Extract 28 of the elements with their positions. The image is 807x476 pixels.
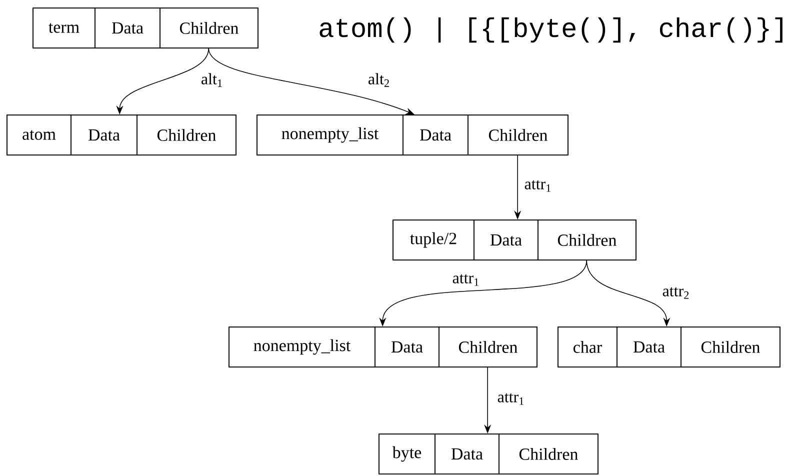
edge-label: attr$_{1}$ [496,392,526,406]
record-cell: Children [538,220,636,260]
record-cell: Children [468,114,568,156]
record-cell: nonempty_list [228,326,376,368]
edge-label: attr$_{1}$ [523,179,553,193]
record-cell: term [32,8,96,48]
edge-label: attr$_{1}$ [451,273,481,287]
record-cell: nonempty_list [256,114,404,156]
record-cell: Children [498,434,598,474]
record-cell: Children [680,326,780,368]
code-title: atom() | [{[byte()], char()}] [320,17,782,43]
edge-label: attr$_{2}$ [661,286,691,300]
edge-label: alt$_{2}$ [366,72,392,88]
record-cell: Data [474,220,538,260]
record-cell: Children [438,326,538,368]
record-cell: tuple/2 [392,220,474,260]
record-cell: Data [402,114,468,156]
record-cell: Data [94,8,160,48]
record-cell: byte [378,434,436,474]
record-cell: Data [70,114,138,156]
record-cell: Data [434,434,500,474]
record-cell: Children [136,114,236,156]
record-cell: Children [160,8,258,48]
record-cell: atom [6,114,72,156]
record-cell: Data [374,326,440,368]
record-cell: char [558,326,618,368]
record-cell: Data [616,326,682,368]
edge-label: alt$_{1}$ [200,72,224,88]
